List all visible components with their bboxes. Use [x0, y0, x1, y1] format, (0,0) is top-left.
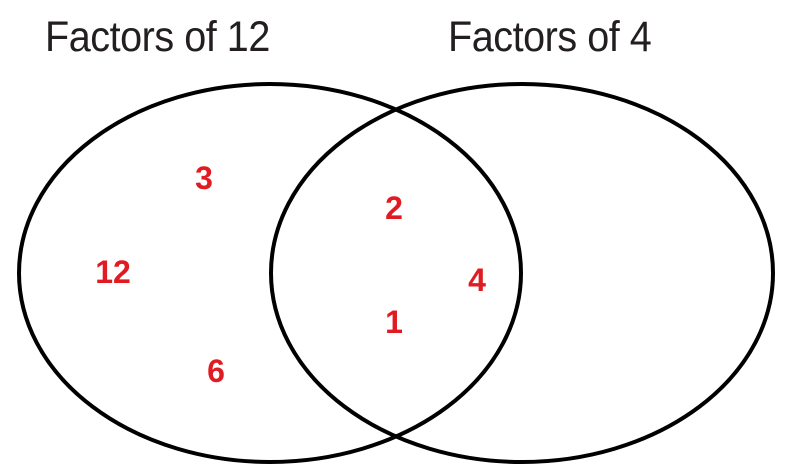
venn-member-intersection: 1 — [385, 304, 403, 340]
venn-member-left-only: 3 — [195, 160, 213, 196]
venn-member-intersection: 4 — [468, 262, 486, 298]
venn-member-intersection: 2 — [385, 190, 403, 226]
set-label-right: Factors of 4 — [448, 13, 652, 61]
venn-member-left-only: 12 — [95, 254, 131, 290]
set-circle-left — [17, 82, 523, 464]
set-label-left: Factors of 12 — [45, 13, 270, 61]
set-circle-right — [269, 82, 775, 464]
venn-member-left-only: 6 — [207, 353, 225, 389]
